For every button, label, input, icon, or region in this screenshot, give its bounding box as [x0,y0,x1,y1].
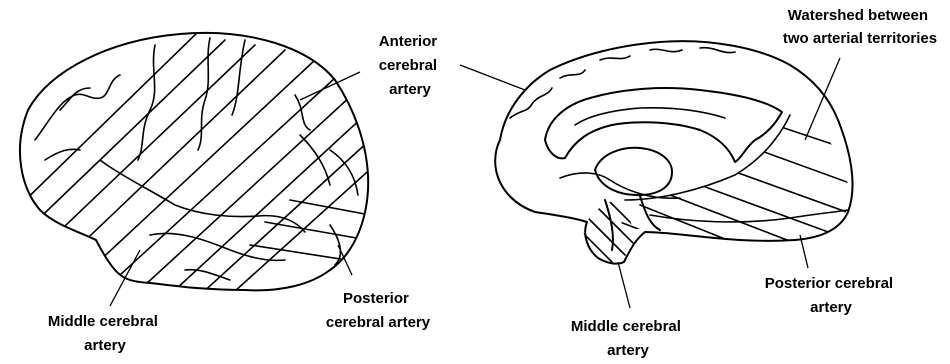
lateral-brain-view: Anterior cerebral artery Middle cerebral… [10,30,441,354]
lateral-posterior-label: Posterior cerebral artery [326,290,431,331]
medial-brain-outline [495,41,852,264]
medial-middle-leader [618,262,630,308]
medial-frontal-leader [460,65,525,90]
medial-brain-view: Watershed between two arterial territori… [460,7,937,359]
lateral-anterior-label: Anterior cerebral artery [379,33,442,98]
lateral-middle-label: Middle cerebral artery [48,313,162,354]
lateral-brain-outline [20,33,368,290]
medial-posterior-label: Posterior cerebral artery [765,275,898,316]
medial-middle-label: Middle cerebral artery [571,318,685,359]
medial-watershed-label: Watershed between two arterial territori… [783,7,937,47]
